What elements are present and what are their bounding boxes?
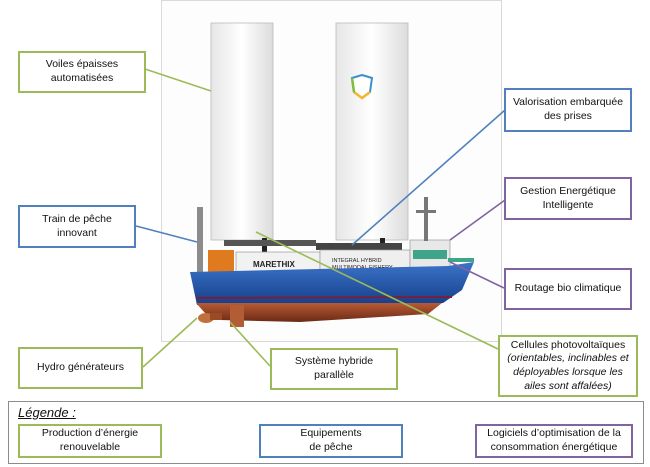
energy-management-label: Gestion Energétique Intelligente: [520, 184, 616, 211]
connector-pv: [255, 231, 499, 350]
connector-sails: [144, 68, 212, 92]
pv-cells-title: Cellules photovoltaïques: [510, 338, 626, 351]
legend-renewable-label: Production d’énergie renouvelable: [41, 427, 139, 453]
brand-text: MARETHIX: [253, 260, 295, 269]
hull-upper: [190, 262, 474, 305]
hydro-generators-label-box: Hydro générateurs: [18, 347, 143, 389]
radar-arm: [416, 210, 436, 213]
legend-fishing-box: Equipements de pêche: [259, 424, 403, 458]
hull-lower: [196, 303, 442, 322]
legend-fishing-label: Equipements de pêche: [300, 427, 362, 453]
climatic-routing-label-box: Routage bio climatique: [504, 268, 632, 310]
bow-rail: [448, 258, 474, 262]
pv-cells-detail: (orientables, inclinables et déployables…: [507, 352, 629, 392]
valorisation-label: Valorisation embarquée des prises: [512, 96, 624, 122]
panel-frame-aft: [224, 240, 316, 246]
sails-label-box: Voiles épaisses automatisées: [18, 51, 146, 93]
hydro-generators-label: Hydro générateurs: [37, 361, 124, 374]
connector-energy: [449, 199, 506, 241]
connector-hybrid: [229, 321, 271, 367]
wheelhouse-windows: [413, 250, 447, 259]
panel-frame-fore: [316, 243, 402, 250]
radar-mast: [424, 197, 428, 241]
connector-routing: [449, 261, 505, 289]
legend-renewable-box: Production d’énergie renouvelable: [18, 424, 162, 458]
hybrid-system-label: Système hybride parallèle: [294, 355, 374, 381]
legend-title: Légende :: [18, 405, 76, 420]
connector-hydro: [142, 317, 198, 368]
sail-aft: [210, 22, 274, 241]
hull-text-line1: INTEGRAL HYBRID: [332, 258, 382, 264]
sails-label: Voiles épaisses automatisées: [45, 58, 119, 84]
legend-frame: [8, 401, 644, 464]
legend-software-label: Logiciels d’optimisation de la consommat…: [487, 427, 621, 453]
connector-fishing: [135, 225, 198, 243]
hybrid-system-label-box: Système hybride parallèle: [270, 348, 398, 390]
connector-valorisation: [351, 109, 506, 246]
climatic-routing-label: Routage bio climatique: [514, 282, 622, 295]
stern-crane: [197, 207, 203, 272]
fishing-gear-label-box: Train de pêche innovant: [18, 205, 136, 248]
shield-logo-icon: [350, 73, 374, 100]
valorisation-label-box: Valorisation embarquée des prises: [504, 88, 632, 132]
fishing-gear-label: Train de pêche innovant: [42, 212, 112, 239]
pv-cells-label-box: Cellules photovoltaïques (orientables, i…: [498, 335, 638, 397]
sail-fore: [335, 22, 409, 241]
rudder: [230, 305, 244, 327]
hull-waterline: [195, 296, 453, 299]
stern-winch: [208, 250, 234, 272]
propeller-icon: [198, 313, 222, 323]
legend-software-box: Logiciels d’optimisation de la consommat…: [475, 424, 633, 458]
energy-management-label-box: Gestion Energétique Intelligente: [504, 177, 632, 220]
